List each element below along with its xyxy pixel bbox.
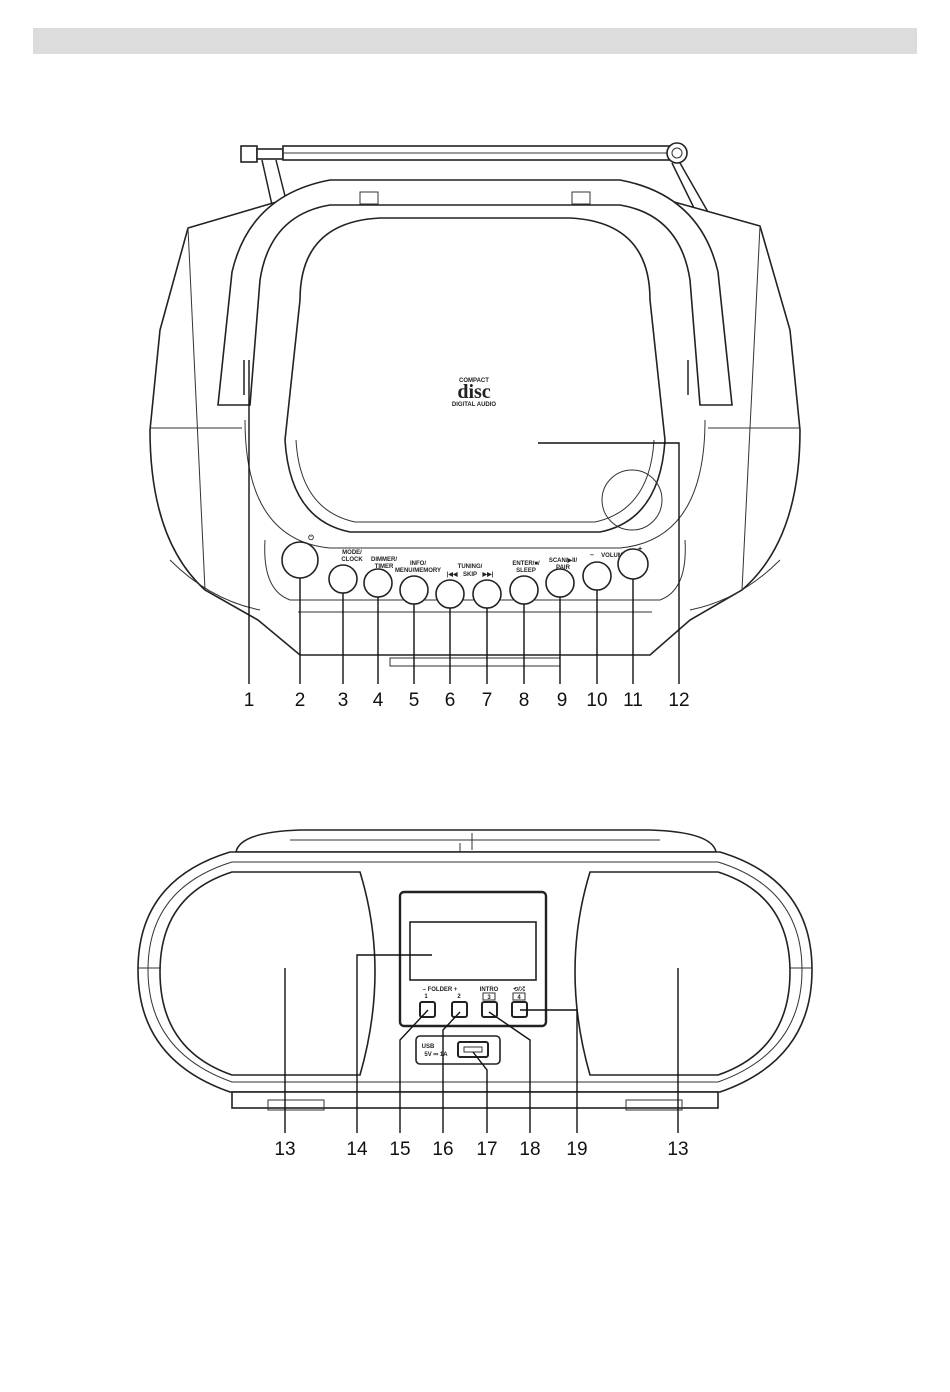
bottom-vents (390, 658, 560, 666)
volume-up-button[interactable] (618, 549, 648, 579)
callout-19: 19 (566, 1139, 587, 1160)
callout-5: 5 (409, 690, 420, 711)
front-callouts: 13 14 15 16 17 18 19 13 (274, 1139, 688, 1160)
callout-6: 6 (445, 690, 456, 711)
mode-clock-button[interactable] (329, 565, 357, 593)
usb-port[interactable] (458, 1042, 488, 1057)
svg-text:USB: USB (422, 1044, 435, 1050)
svg-text:MENU/MEMORY: MENU/MEMORY (395, 568, 441, 574)
svg-text:–: – (590, 552, 594, 559)
left-speaker-grille[interactable] (160, 872, 375, 1075)
svg-text:PAIR: PAIR (556, 565, 571, 571)
top-callouts: 1 2 3 4 5 6 7 8 9 10 11 12 (244, 690, 690, 711)
callout-18: 18 (519, 1139, 540, 1160)
repeat-shuffle-icon: ⟲/⤮ (513, 986, 525, 993)
folder-down-button[interactable] (420, 1002, 435, 1017)
intro-button[interactable] (482, 1002, 497, 1017)
callout-17: 17 (476, 1139, 497, 1160)
svg-text:5V ⎓ 1A: 5V ⎓ 1A (424, 1052, 448, 1058)
callout-4: 4 (373, 690, 384, 711)
dimmer-timer-button[interactable] (364, 569, 392, 597)
svg-text:disc: disc (457, 381, 490, 403)
info-menu-button[interactable] (400, 576, 428, 604)
callout-15: 15 (389, 1139, 410, 1160)
power-icon: ⏻ (308, 534, 314, 542)
callout-13-right: 13 (667, 1139, 688, 1160)
callout-9: 9 (557, 690, 568, 711)
svg-text:ENTER/■/: ENTER/■/ (512, 561, 540, 567)
svg-text:INTRO: INTRO (480, 987, 499, 993)
callout-8: 8 (519, 690, 530, 711)
callout-13-left: 13 (274, 1139, 295, 1160)
enter-sleep-button[interactable] (510, 576, 538, 604)
power-button[interactable] (282, 542, 318, 578)
front-view: – FOLDER + 1 2 INTRO 3 ⟲/⤮ 4 USB 5V ⎓ 1A (138, 830, 812, 1160)
skip-next-button[interactable] (473, 580, 501, 608)
callout-14: 14 (346, 1139, 368, 1160)
callout-12: 12 (668, 690, 689, 711)
svg-text:DIGITAL AUDIO: DIGITAL AUDIO (452, 402, 497, 408)
svg-text:MODE/: MODE/ (342, 550, 362, 556)
callout-2: 2 (295, 690, 306, 711)
folder-up-button[interactable] (452, 1002, 467, 1017)
svg-text:CLOCK: CLOCK (341, 557, 363, 563)
svg-text:TIMER: TIMER (375, 564, 394, 570)
skip-prev-button[interactable] (436, 580, 464, 608)
callout-16: 16 (432, 1139, 453, 1160)
top-view: COMPACT disc DIGITAL AUDIO ⏻ MODE/ CLOCK… (150, 143, 800, 711)
svg-text:SLEEP: SLEEP (516, 568, 536, 574)
svg-text:SCAN/▶II/: SCAN/▶II/ (549, 557, 578, 564)
callout-10: 10 (586, 690, 607, 711)
skip-prev-icon: |◀◀ (447, 571, 458, 578)
lcd-display (410, 922, 536, 980)
skip-next-icon: ▶▶| (482, 571, 494, 578)
callout-7: 7 (482, 690, 493, 711)
compact-disc-logo: COMPACT disc DIGITAL AUDIO (452, 378, 497, 408)
right-speaker-grille[interactable] (575, 872, 790, 1075)
callout-3: 3 (338, 690, 349, 711)
callout-1: 1 (244, 690, 255, 711)
volume-down-button[interactable] (583, 562, 611, 590)
svg-text:– FOLDER +: – FOLDER + (423, 987, 458, 993)
svg-text:TUNING/: TUNING/ (458, 564, 483, 570)
scan-play-pair-button[interactable] (546, 569, 574, 597)
svg-text:SKIP: SKIP (463, 572, 477, 578)
callout-11: 11 (623, 690, 643, 711)
svg-text:INFO/: INFO/ (410, 561, 426, 567)
svg-text:DIMMER/: DIMMER/ (371, 557, 397, 563)
cd-lid (285, 218, 665, 532)
